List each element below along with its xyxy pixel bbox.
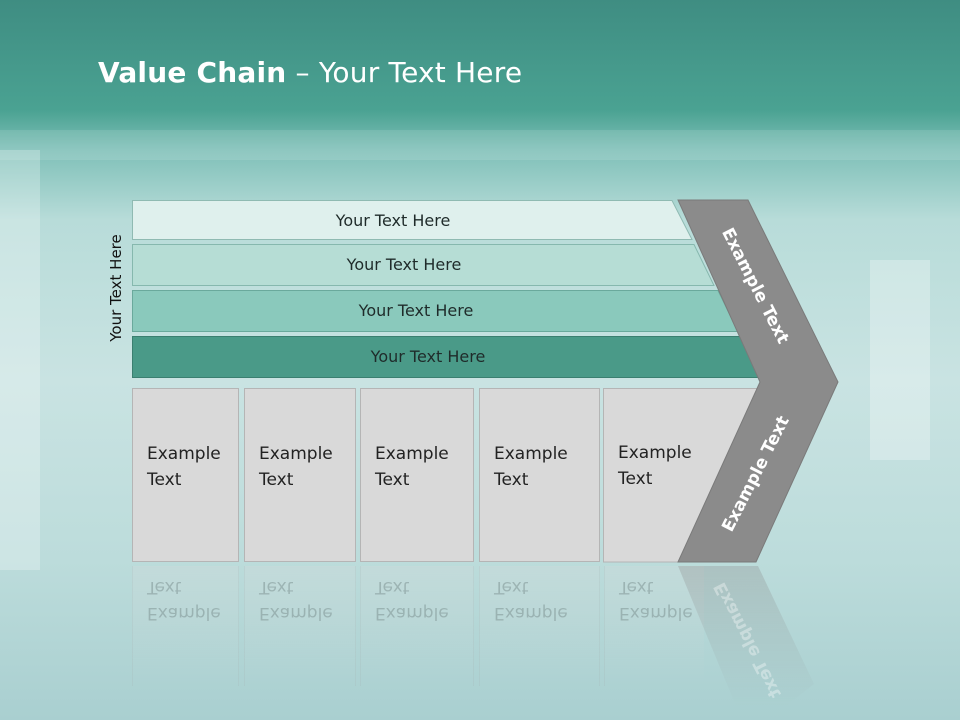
support-row-4-label: Your Text Here xyxy=(370,346,486,366)
activity-box-3-label: Example Text xyxy=(375,444,449,490)
activity-box-2-label: Example Text xyxy=(259,444,333,490)
reflection-chevron xyxy=(678,566,814,706)
support-row-1-shape xyxy=(132,200,693,240)
reflection-box-4: Example Text xyxy=(479,566,600,686)
activity-box-4: Example Text xyxy=(479,388,600,562)
activity-box-4-label: Example Text xyxy=(494,444,568,490)
reflection-box-3: Example Text xyxy=(360,566,474,686)
activity-box-2: Example Text xyxy=(244,388,356,562)
support-row-1: Your Text Here xyxy=(132,200,694,240)
activity-box-5-label: Example Text xyxy=(618,443,692,489)
support-row-2-label: Your Text Here xyxy=(346,254,462,274)
background-ceiling-band xyxy=(0,130,960,160)
support-row-2-shape xyxy=(132,244,715,286)
support-row-3-label: Your Text Here xyxy=(358,300,474,320)
background-pillar-right xyxy=(870,260,930,460)
slide-title: Value Chain – Your Text Here xyxy=(98,56,523,89)
side-label: Your Text Here xyxy=(107,234,125,342)
activity-box-5: Example Text xyxy=(604,388,694,562)
support-row-1-label: Your Text Here xyxy=(335,210,451,230)
margin-chevron xyxy=(677,199,839,563)
support-row-2: Your Text Here xyxy=(132,244,716,286)
support-row-3: Your Text Here xyxy=(132,290,740,332)
activity-box-1-label: Example Text xyxy=(147,444,221,490)
activity-box-3: Example Text xyxy=(360,388,474,562)
activity-box-1: Example Text xyxy=(132,388,239,562)
support-row-4: Your Text Here xyxy=(132,336,764,378)
background-pillar-left xyxy=(0,150,40,570)
reflection-box-1: Example Text xyxy=(132,566,239,686)
reflection-box-2: Example Text xyxy=(244,566,356,686)
